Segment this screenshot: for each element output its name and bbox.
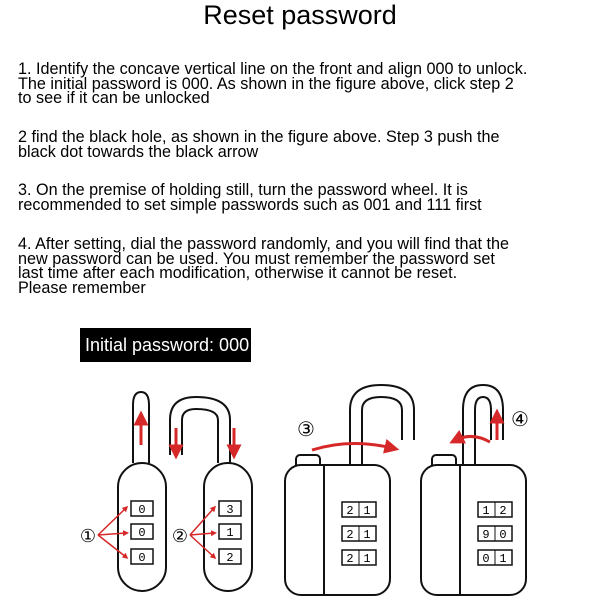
lock-2-digit: 1 — [226, 526, 233, 540]
lock-2-dial-column: 3 1 2 — [218, 500, 242, 565]
lock-3-digit: 1 — [363, 528, 370, 542]
lock-1-digit: 0 — [138, 503, 145, 517]
lock-3-digit: 1 — [363, 552, 370, 566]
lock-4-digit: 0 — [499, 528, 506, 542]
lock-1-digit: 0 — [138, 526, 145, 540]
step-4-marker: ④ — [511, 407, 529, 431]
lock-2-digit: 3 — [226, 503, 233, 517]
lock-4-digit: 2 — [499, 504, 506, 518]
step-3-marker: ③ — [297, 417, 315, 441]
rotate-arrow-icon — [449, 429, 491, 444]
step-2-marker: ② — [172, 526, 188, 547]
initial-password-badge: Initial password: 000 — [80, 328, 251, 362]
lock-2-digit: 2 — [226, 551, 233, 565]
lock-4-digit: 1 — [499, 552, 506, 566]
step-2-text: 2 find the black hole, as shown in the f… — [18, 128, 500, 161]
lock-1-dial-column: 0 0 0 — [130, 500, 154, 565]
lock-4-digit: 9 — [482, 528, 489, 542]
page-title: Reset password — [203, 0, 397, 30]
step-1-pointer-arrows — [97, 505, 129, 559]
lock-3-digit: 2 — [346, 528, 353, 542]
lock-3-digit: 1 — [363, 504, 370, 518]
lock-3-dial-column: 2 1 2 1 2 1 — [341, 501, 377, 566]
step-1-text: 1. Identify the concave vertical line on… — [18, 60, 528, 108]
lock-4-digit: 0 — [482, 552, 489, 566]
lock-3-digit: 2 — [346, 552, 353, 566]
lock-4-dial-column: 1 2 9 0 0 1 — [477, 501, 513, 566]
push-arrow-icon — [311, 438, 400, 454]
lock-3-digit: 2 — [346, 504, 353, 518]
step-4-text: 4. After setting, dial the password rand… — [18, 235, 509, 297]
lock-4-digit: 1 — [482, 504, 489, 518]
step-2-pointer-arrows — [189, 505, 217, 560]
step-3-text: 3. On the premise of holding still, turn… — [18, 181, 482, 214]
lock-1-digit: 0 — [138, 551, 145, 565]
step-1-marker: ① — [80, 526, 96, 547]
